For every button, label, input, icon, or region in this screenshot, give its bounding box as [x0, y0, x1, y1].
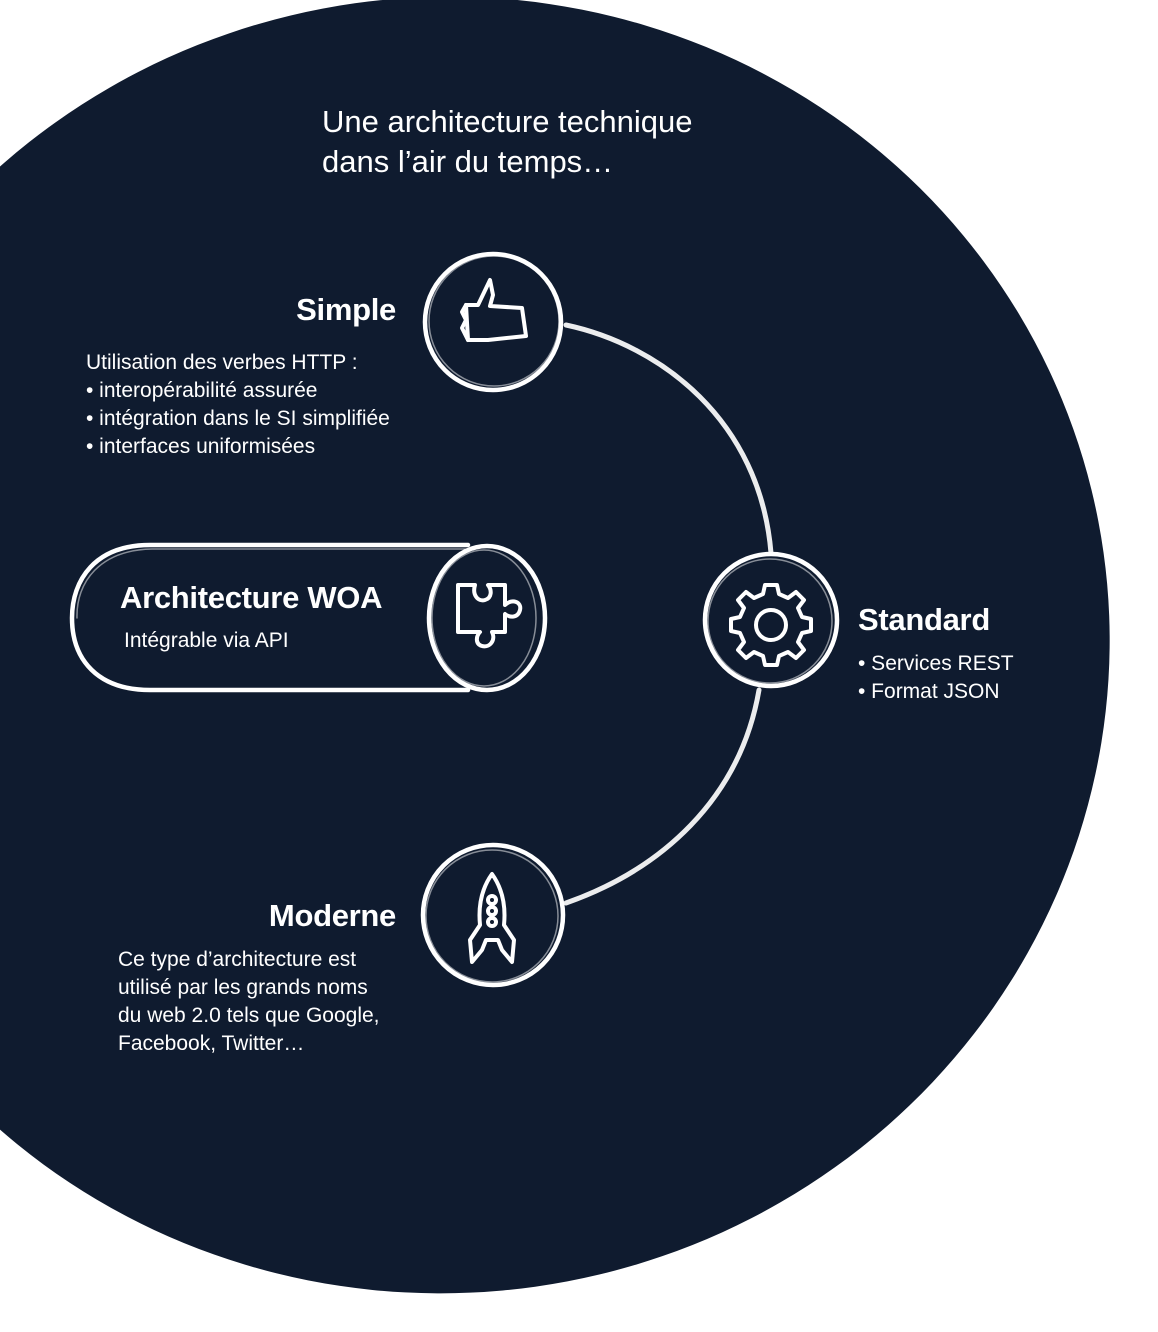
page-title: Une architecture technique dans l’air du… — [322, 102, 693, 182]
simple-heading: Simple — [296, 292, 396, 327]
puzzle-icon — [456, 583, 523, 649]
moderne-heading: Moderne — [268, 898, 396, 933]
standard-node — [702, 551, 840, 689]
standard-line: • Services REST — [858, 652, 1014, 675]
simple-line: Utilisation des verbes HTTP : — [86, 351, 358, 374]
simple-line: • intégration dans le SI simplifiée — [86, 407, 390, 430]
moderne-description: Ce type d’architecture est utilisé par l… — [118, 946, 380, 1058]
moderne-node — [420, 842, 566, 988]
simple-line: • interopérabilité assurée — [86, 379, 318, 402]
standard-description: • Services REST • Format JSON — [858, 650, 1014, 706]
simple-line: • interfaces uniformisées — [86, 435, 316, 458]
moderne-line: utilisé par les grands noms — [118, 976, 368, 999]
woa-pill — [69, 542, 548, 693]
moderne-line: du web 2.0 tels que Google, — [118, 1004, 380, 1027]
connector-arc-top — [563, 322, 774, 556]
standard-heading: Standard — [858, 602, 990, 637]
connector-arc-bottom — [563, 687, 762, 906]
standard-line: • Format JSON — [858, 680, 1000, 703]
woa-subtitle: Intégrable via API — [124, 629, 289, 652]
moderne-line: Ce type d’architecture est — [118, 948, 357, 971]
rocket-icon — [468, 872, 516, 964]
simple-description: Utilisation des verbes HTTP : • interopé… — [86, 349, 390, 461]
moderne-line: Facebook, Twitter… — [118, 1032, 305, 1055]
gear-icon — [729, 583, 813, 667]
woa-heading: Architecture WOA — [120, 580, 383, 615]
title-line-1: Une architecture technique — [322, 104, 693, 139]
simple-node — [422, 251, 564, 393]
thumbs-up-icon — [460, 278, 528, 342]
title-line-2: dans l’air du temps… — [322, 144, 614, 179]
